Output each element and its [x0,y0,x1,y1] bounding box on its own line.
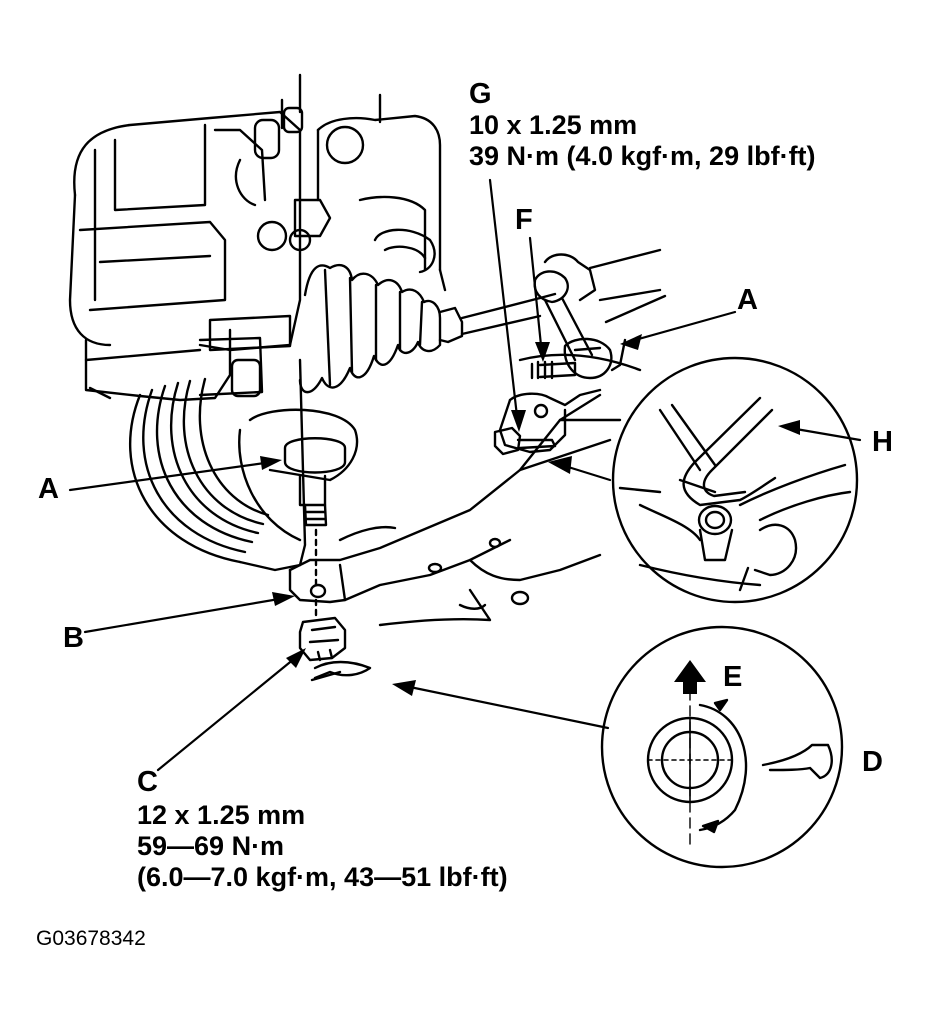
spec-g-line-1: 10 x 1.25 mm [469,110,638,140]
lower-arm-drawing [288,393,622,627]
label-b: B [63,622,84,654]
spec-g-line-2: 39 N·m (4.0 kgf·m, 29 lbf·ft) [469,141,816,171]
brake-caliper-drawing [68,73,332,402]
label-a-right: A [737,284,758,316]
arrow-up-icon [674,660,706,694]
detail-circle-d [600,625,844,869]
leader-lines [68,178,862,772]
detail-circle-h [611,356,859,604]
knuckle-drawing [316,93,447,292]
label-e: E [723,661,743,693]
brake-rotor-drawing [128,358,307,572]
label-c: C [137,766,158,798]
spec-g: 10 x 1.25 mm 39 N·m (4.0 kgf·m, 29 lbf·f… [469,110,816,172]
spec-c-line-2: 59—69 N·m [137,831,285,861]
spec-c: 12 x 1.25 mm 59—69 N·m (6.0—7.0 kgf·m, 4… [137,800,508,893]
ball-joint-drawing [238,408,372,682]
figure-id: G03678342 [36,927,146,950]
label-d: D [862,746,883,778]
label-a-left: A [38,473,59,505]
label-h: H [872,426,893,458]
label-f: F [515,204,533,236]
label-g: G [469,78,492,110]
arrowheads [260,334,800,696]
spec-c-line-3: (6.0—7.0 kgf·m, 43—51 lbf·ft) [137,862,508,892]
spec-c-line-1: 12 x 1.25 mm [137,800,306,830]
cv-boot-drawing [298,264,557,394]
